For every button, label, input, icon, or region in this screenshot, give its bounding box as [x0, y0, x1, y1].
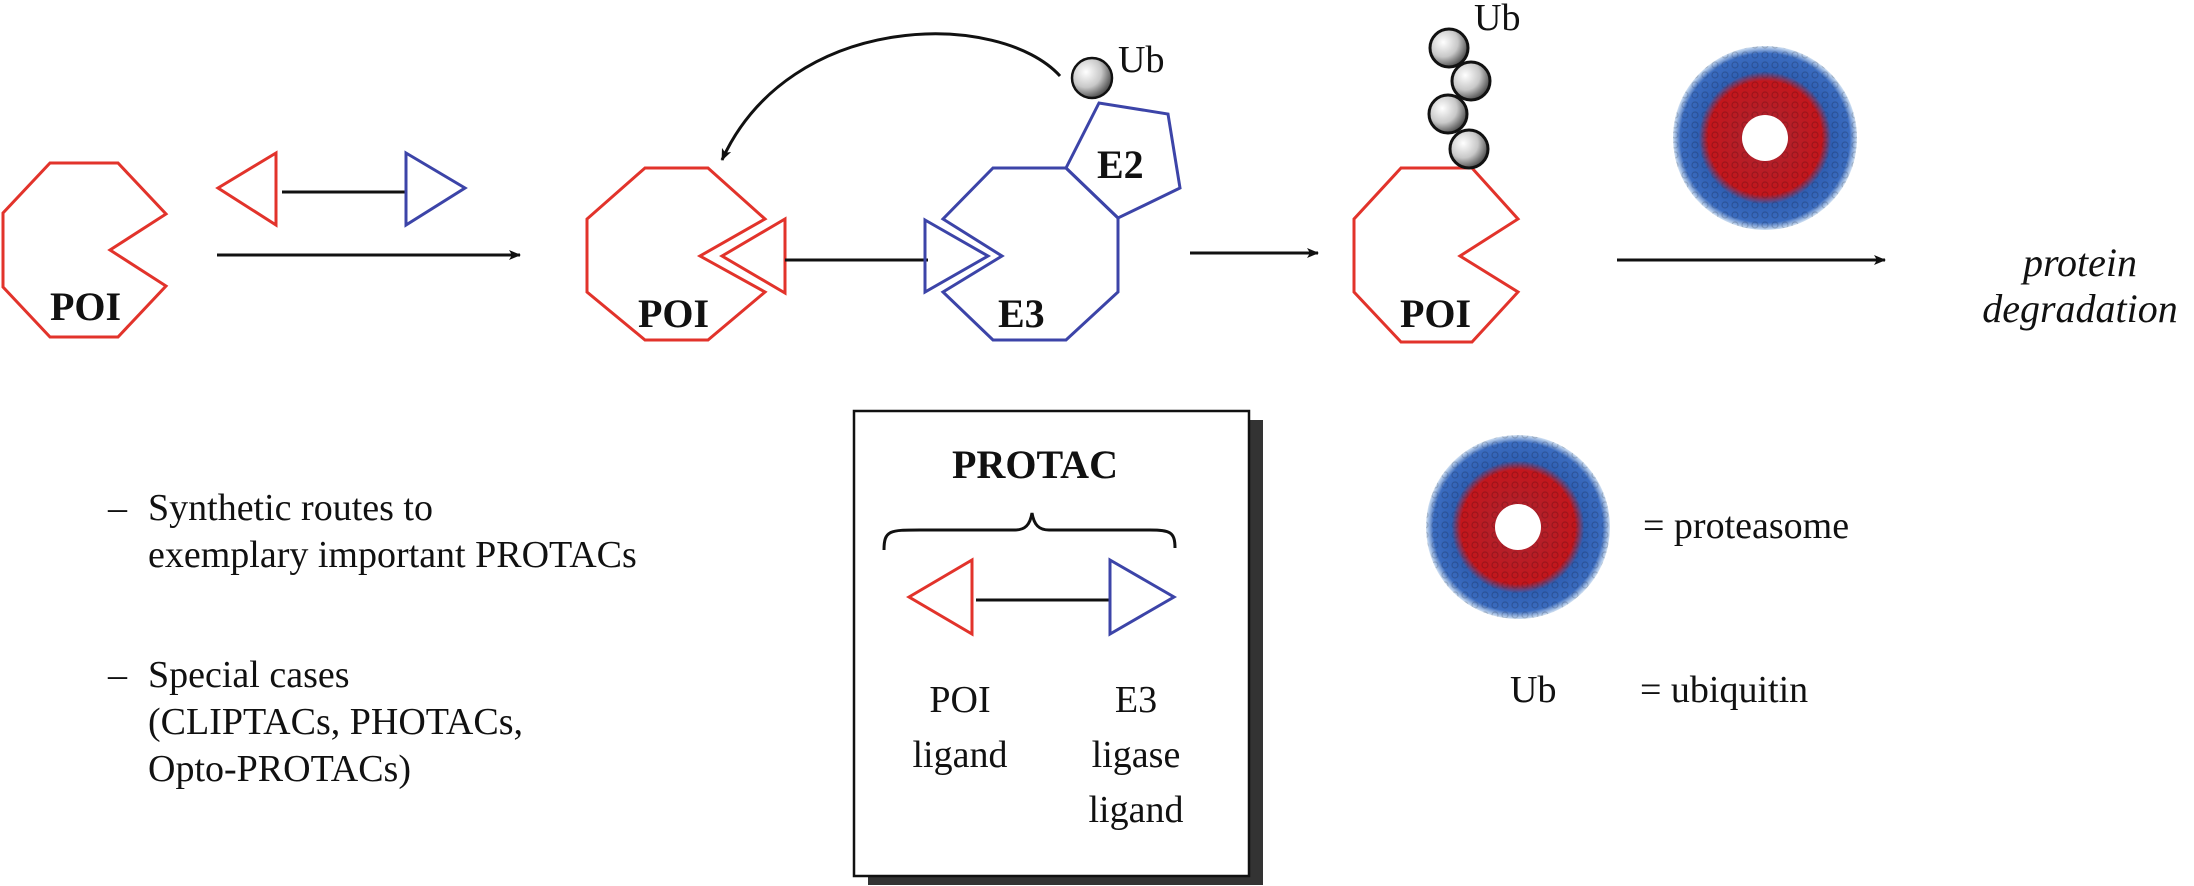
bullet-2-line1: Special cases: [148, 654, 350, 696]
bullet-2-line3: Opto-PROTACs): [148, 748, 411, 790]
ubiquitin-ball-icon: [1427, 93, 1469, 135]
protac-title: PROTAC: [952, 442, 1118, 487]
poi-ubiquitinated: POI Ub: [1352, 0, 1521, 344]
poi-bound-shape: [585, 166, 768, 342]
e3-label: E3: [998, 291, 1045, 336]
ub-legend-symbol: Ub: [1510, 669, 1556, 711]
protac-free: [215, 150, 468, 228]
poi-ligand-triangle-legend: [906, 557, 974, 637]
poi-ligand-triangle-bound: [719, 216, 787, 296]
ubiquitin-ball-icon: [1428, 27, 1470, 69]
bullet-1-line2: exemplary important PROTACs: [148, 534, 637, 576]
bullet-1-line1: Synthetic routes to: [148, 487, 433, 529]
poi-ligand-triangle: [215, 150, 278, 228]
ubiquitin-ball-icon: [1070, 56, 1114, 100]
e3-ligand-triangle-bound: [923, 217, 992, 295]
e3-ligand-line1: E3: [1115, 679, 1157, 721]
bullet-list: – Synthetic routes to exemplary importan…: [107, 487, 637, 790]
poi-pacman-shape: [1, 161, 169, 339]
e3-ligand-line3: ligand: [1089, 789, 1184, 831]
ub-label-e2: Ub: [1118, 39, 1164, 81]
result-line1: protein: [2020, 240, 2137, 285]
e3-ligand-triangle: [404, 150, 468, 228]
poi-ligand-line2: ligand: [913, 734, 1008, 776]
e3-ligand-triangle-legend: [1108, 557, 1177, 637]
box-frame: [852, 409, 1251, 878]
ubiquitin-ball-icon: [1450, 60, 1492, 102]
proteasome-legend-text: = proteasome: [1643, 505, 1849, 547]
poi-ligand-line1: POI: [929, 679, 990, 721]
bullet-2-line2: (CLIPTACs, PHOTACs,: [148, 701, 523, 743]
ub-legend-text: = ubiquitin: [1640, 669, 1808, 711]
e2-label: E2: [1097, 142, 1144, 187]
bullet-dash: –: [107, 487, 128, 529]
brace: [882, 512, 1177, 551]
ub-transfer-arrow: [720, 32, 1062, 161]
e2-shape: [1064, 101, 1182, 220]
bullet-dash: –: [107, 654, 128, 696]
protac-legend-box: PROTAC POI ligand E3 ligase ligand: [852, 409, 1263, 885]
poi-label-complex: POI: [638, 291, 709, 336]
poi-free: POI: [1, 161, 169, 339]
poi-label-ub: POI: [1400, 291, 1471, 336]
ternary-complex: POI E3 E2 Ub: [585, 32, 1182, 342]
polyubiquitin-chain: [1427, 27, 1492, 170]
ubiquitin-ball-icon: [1448, 128, 1490, 170]
poi-label: POI: [50, 284, 121, 329]
ub-label-chain: Ub: [1474, 0, 1520, 39]
result-line2: degradation: [1982, 286, 2178, 331]
proteasome-top: [1673, 46, 1857, 230]
legend: = proteasome Ub = ubiquitin: [1426, 435, 1849, 711]
poi-ub-shape: [1352, 166, 1521, 344]
e3-ligand-line2: ligase: [1092, 734, 1181, 776]
